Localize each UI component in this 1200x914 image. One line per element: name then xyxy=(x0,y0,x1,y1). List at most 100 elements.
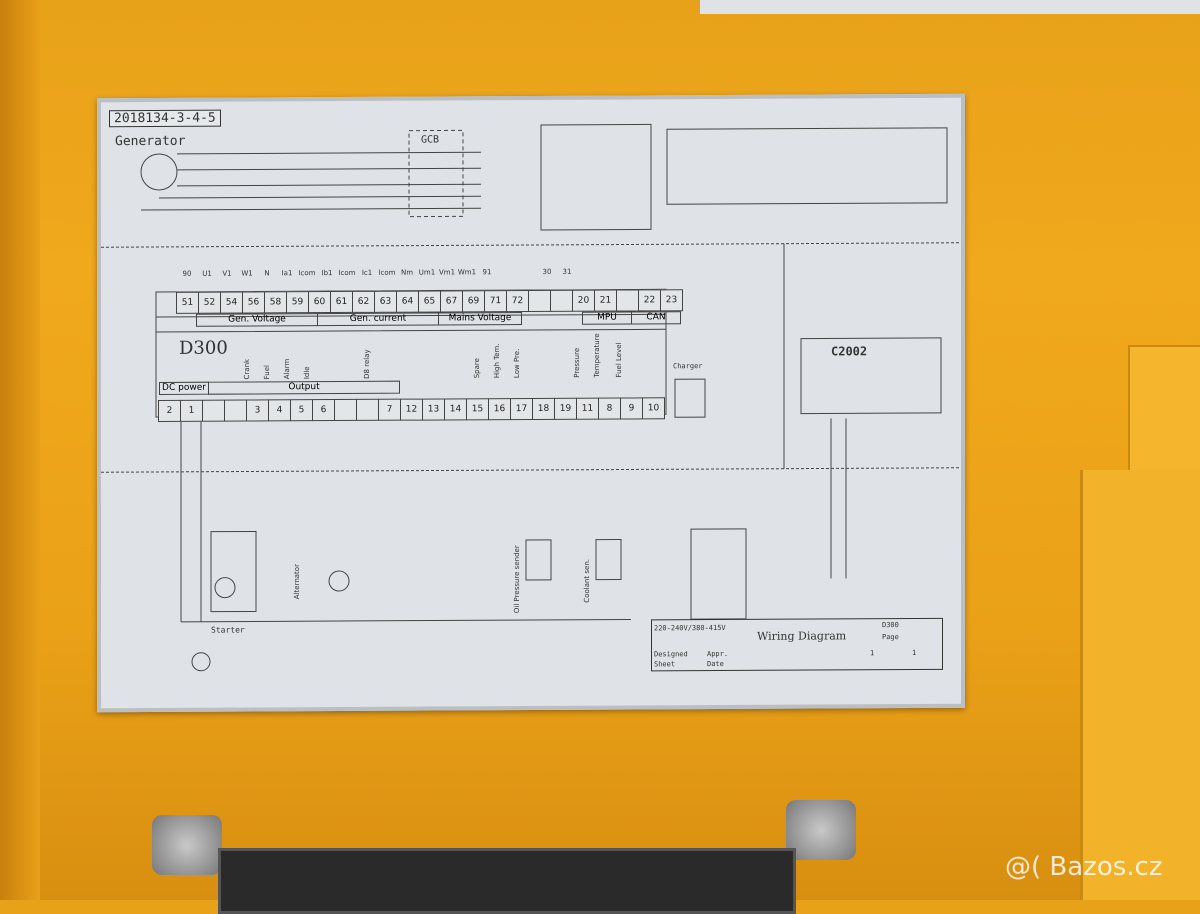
diagram-code: 2018134-3-4-5 xyxy=(109,109,221,128)
bolt-right xyxy=(786,800,856,860)
page-number: 1 xyxy=(870,649,875,658)
terminal xyxy=(334,398,357,422)
wire-label: Vm1 xyxy=(438,268,456,277)
terminal-group-label: Gen. current xyxy=(317,312,439,327)
terminal: 3 xyxy=(246,399,269,422)
terminal xyxy=(356,398,379,421)
terminal: 12 xyxy=(400,398,423,421)
wire-label: Ib1 xyxy=(321,269,333,278)
terminal: 21 xyxy=(594,289,617,312)
terminal: 54 xyxy=(220,291,243,314)
watermark: @( Bazos.cz xyxy=(1005,852,1163,882)
function-label: Low Pre. xyxy=(513,348,521,379)
starter-label: Starter xyxy=(211,625,245,635)
wire-label: Icom xyxy=(378,268,396,277)
title-block: 220-240V/380-415V Designed Sheet Appr. D… xyxy=(651,617,943,672)
terminal: 60 xyxy=(308,291,331,314)
terminal xyxy=(528,289,551,313)
terminal: 10 xyxy=(642,397,665,420)
terminal: 11 xyxy=(576,397,599,420)
function-label: Fuel Level xyxy=(615,342,623,378)
function-label: Fuel xyxy=(263,365,271,380)
terminal: 58 xyxy=(264,291,287,314)
bolt-left xyxy=(152,815,222,875)
function-label: Temperature xyxy=(593,333,601,378)
appr-label: Appr. xyxy=(707,649,729,659)
terminal xyxy=(550,289,573,312)
terminal: 62 xyxy=(352,290,375,313)
wire-label: Ia1 xyxy=(281,269,293,278)
terminal xyxy=(616,289,639,312)
terminal: 9 xyxy=(620,397,643,420)
terminal: 5 xyxy=(290,399,313,422)
terminal: 2 xyxy=(158,399,181,422)
date-label: Date xyxy=(707,659,724,669)
terminal: 15 xyxy=(466,398,489,421)
terminal: 59 xyxy=(286,291,309,314)
panel-edge xyxy=(0,0,40,900)
terminal: 6 xyxy=(312,399,335,422)
terminal: 23 xyxy=(660,289,683,312)
wire-label: U1 xyxy=(202,269,212,278)
terminal: 22 xyxy=(638,289,661,312)
function-label: D8 relay xyxy=(363,349,371,379)
terminal-group-label: Mains Voltage xyxy=(438,312,522,326)
terminal-group-label: MPU xyxy=(582,311,632,325)
terminal: 71 xyxy=(484,290,507,313)
page-label: Page xyxy=(882,633,899,642)
wire-label: 90 xyxy=(182,269,192,278)
wire-label: Wm1 xyxy=(457,268,477,277)
terminal: 69 xyxy=(462,290,485,313)
terminal: 16 xyxy=(488,398,511,421)
diagram-title: Wiring Diagram xyxy=(757,629,847,643)
door-hinge xyxy=(1128,345,1200,474)
terminal: 51 xyxy=(176,291,199,314)
terminal: 67 xyxy=(440,290,463,313)
terminal: 52 xyxy=(198,291,221,314)
oil-pressure-sender-label: Oil Pressure sender xyxy=(513,545,521,614)
terminal-group-label: Gen. Voltage xyxy=(196,313,318,327)
terminal: 64 xyxy=(396,290,419,313)
function-label: Alarm xyxy=(283,358,291,380)
terminal: 17 xyxy=(510,397,533,421)
sky xyxy=(700,0,1200,14)
wire-label: Ic1 xyxy=(361,268,373,277)
terminal: 20 xyxy=(572,289,595,312)
terminal: 1 xyxy=(180,399,203,422)
terminal: 63 xyxy=(374,290,397,313)
wire-label: Icom xyxy=(338,268,356,278)
sheet-label: Sheet xyxy=(654,660,676,669)
terminal: 56 xyxy=(242,291,265,314)
wire-label: W1 xyxy=(241,269,253,278)
wire-label: 31 xyxy=(562,267,572,276)
wire-label: N xyxy=(264,269,270,278)
terminal-group-label: Output xyxy=(208,380,400,395)
wire-label: V1 xyxy=(222,269,232,278)
cable-slot xyxy=(218,848,796,914)
wire-label: 91 xyxy=(482,268,492,277)
c2002-module-label: C2002 xyxy=(831,344,868,359)
terminal: 14 xyxy=(444,398,467,421)
terminal: 8 xyxy=(598,397,621,420)
terminal: 13 xyxy=(422,398,445,421)
terminal-group-label: DC power xyxy=(159,381,209,395)
voltage-rating: 220-240V/380-415V xyxy=(654,623,726,633)
designed-label: Designed xyxy=(654,650,688,659)
terminal: 61 xyxy=(330,290,353,314)
gcb-label: GCB xyxy=(421,134,440,146)
function-label: Idle xyxy=(303,366,311,380)
page-count: 1 xyxy=(912,648,917,658)
charger-label: Charger xyxy=(673,362,703,371)
terminal xyxy=(202,399,225,422)
terminal: 7 xyxy=(378,398,401,421)
wire-label xyxy=(517,268,537,276)
function-label: Spare xyxy=(473,358,481,379)
wire-label: Nm xyxy=(400,268,414,277)
terminal: 65 xyxy=(418,290,441,313)
wire-label: Um1 xyxy=(418,268,436,277)
